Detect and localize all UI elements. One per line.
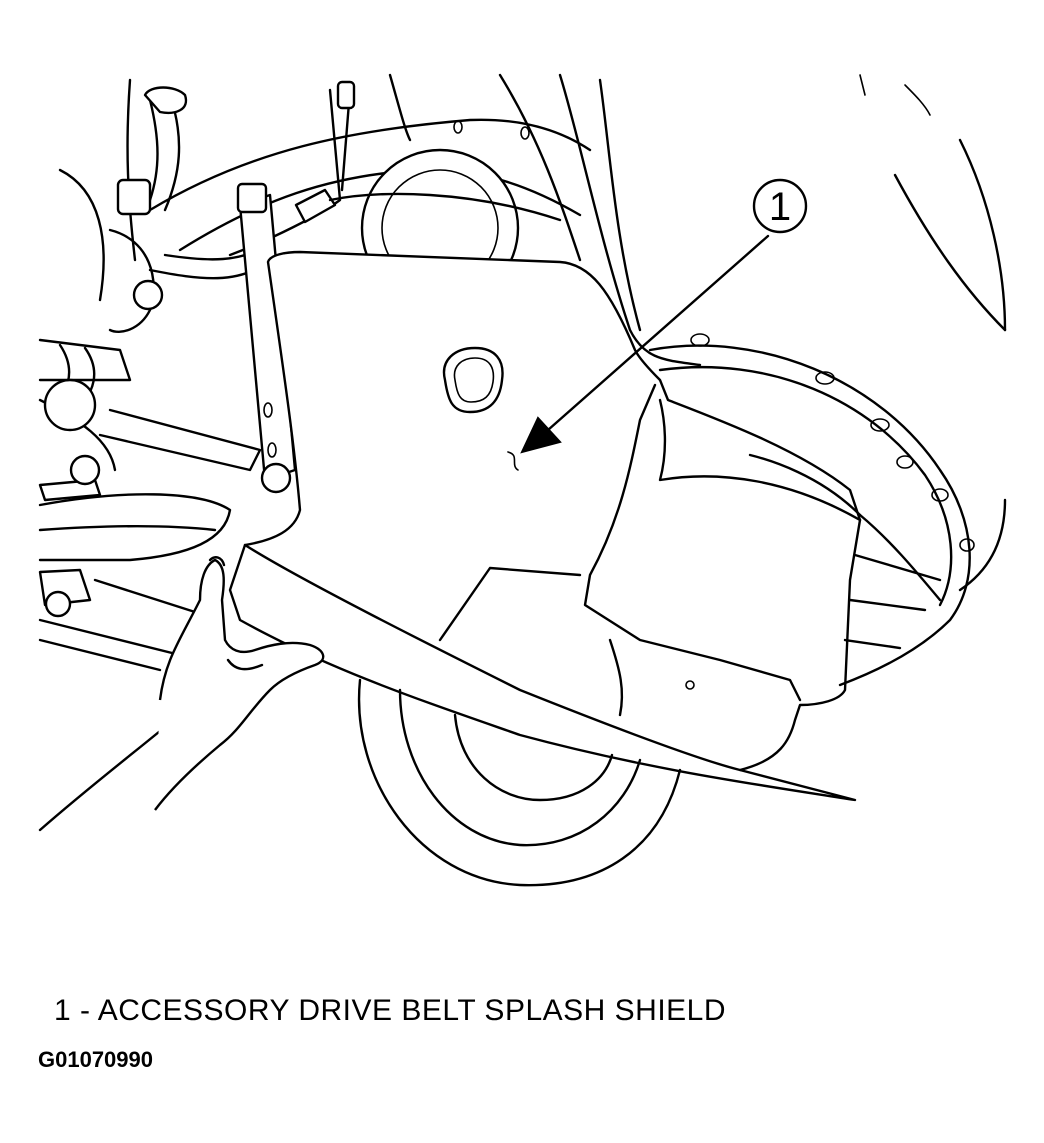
- wheel-well: [648, 333, 1007, 687]
- callout-arrow-line: [546, 234, 770, 432]
- legend-item-1: 1 - ACCESSORY DRIVE BELT SPLASH SHIELD: [54, 994, 727, 1027]
- technician-hands: [154, 556, 325, 811]
- callout-1: 1: [520, 178, 808, 454]
- legend: 1 - ACCESSORY DRIVE BELT SPLASH SHIELD: [54, 994, 726, 1028]
- tire: [357, 678, 682, 887]
- callout-circle: [752, 178, 808, 234]
- splash-shield-diagram: 1: [38, 73, 1007, 887]
- suspension: [38, 168, 262, 662]
- callout-number: 1: [769, 185, 791, 229]
- callout-arrowhead: [520, 416, 562, 454]
- figure-id: G01070990: [38, 1047, 153, 1072]
- accessory-drive-belt-splash-shield: [228, 250, 862, 802]
- strut-bracket: [236, 182, 297, 494]
- hoses: [116, 80, 356, 280]
